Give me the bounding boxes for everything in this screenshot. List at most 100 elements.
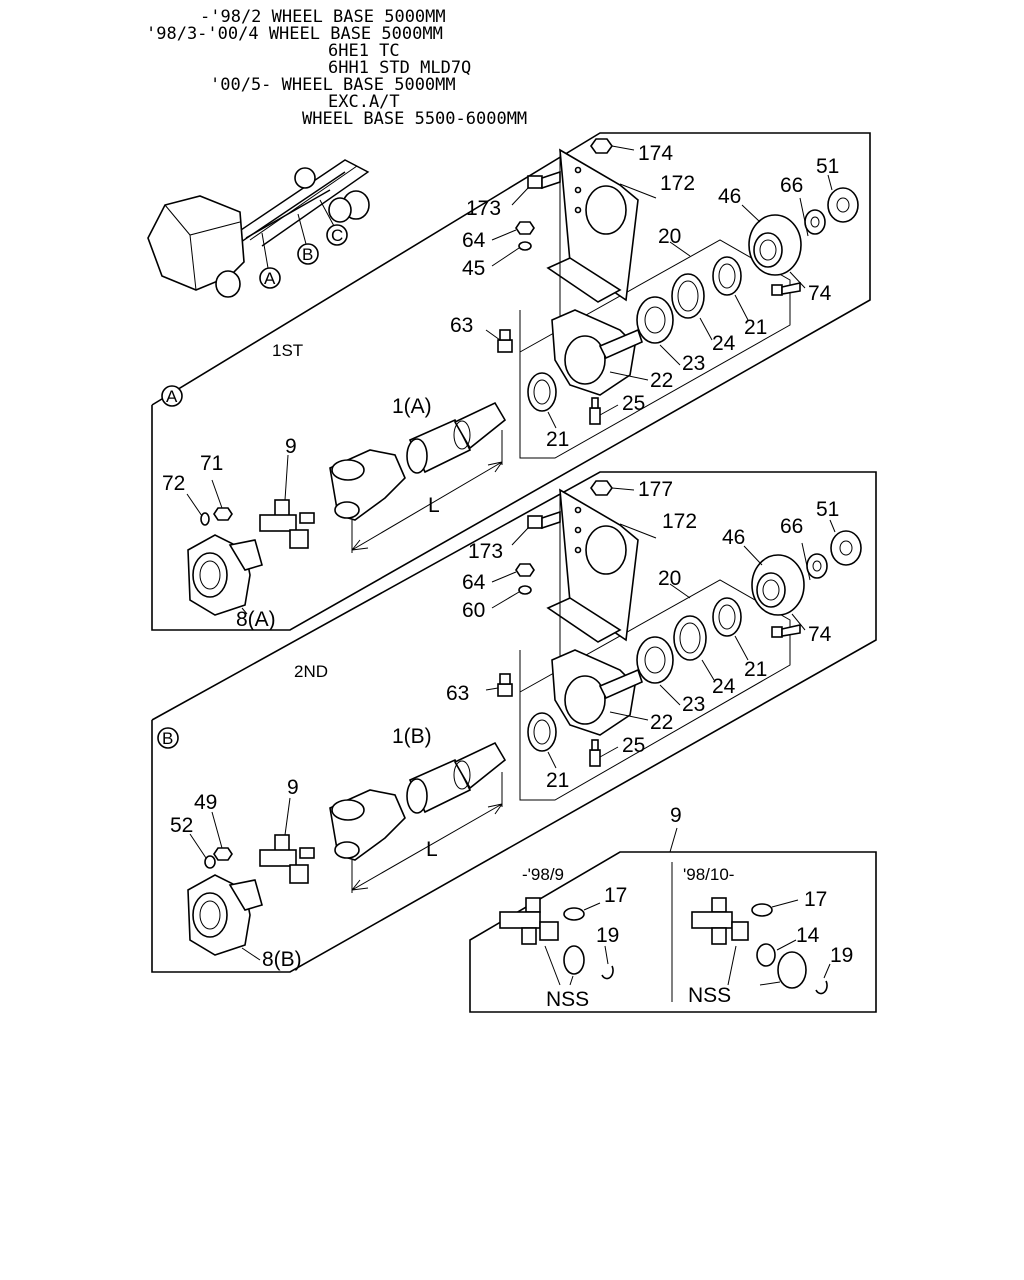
section-1st-title: 1ST bbox=[272, 341, 303, 360]
center-bearing-box-1st bbox=[519, 239, 791, 459]
callout-l-1st: L bbox=[428, 494, 440, 517]
callout-9-2nd: 9 bbox=[287, 776, 299, 799]
callout-52-2nd: 52 bbox=[170, 814, 193, 837]
propeller-shaft-1b bbox=[329, 741, 507, 861]
propeller-shaft-1a bbox=[329, 401, 507, 521]
companion-flange-46-2nd bbox=[751, 554, 805, 616]
dimension-l-2nd bbox=[351, 772, 503, 893]
point-c-marker bbox=[326, 224, 348, 246]
section-2nd: 2ND B bbox=[151, 471, 877, 973]
bracket-172-2nd bbox=[546, 488, 639, 643]
section-1st-frame bbox=[151, 132, 871, 631]
bearing-housing-22-2nd bbox=[551, 649, 643, 736]
applicability-header: -'98/2 WHEEL BASE 5000MM '98/3-'00/4 WHE… bbox=[146, 7, 527, 129]
bolt-63-1st bbox=[497, 329, 513, 353]
bolt-63-2nd bbox=[497, 673, 513, 697]
inset-ref-9: 9 bbox=[670, 804, 682, 827]
section-1st-marker-circle bbox=[161, 385, 183, 407]
bolt-74-1st bbox=[771, 282, 801, 296]
nut-177-2nd bbox=[590, 480, 613, 496]
companion-flange-46-1st bbox=[748, 214, 802, 276]
washer-60-2nd bbox=[518, 585, 532, 595]
callout-19-left: 19 bbox=[596, 924, 619, 947]
header-line-6: EXC.A/T bbox=[328, 92, 400, 112]
callout-8a: 8(A) bbox=[236, 608, 276, 631]
callout-21-right-1st: 21 bbox=[744, 316, 767, 339]
callout-17-left: 17 bbox=[604, 884, 627, 907]
callout-74-2nd: 74 bbox=[808, 623, 832, 646]
callout-173-2nd: 173 bbox=[468, 540, 503, 563]
bearing-housing-22-1st bbox=[551, 309, 643, 396]
section-2nd-frame bbox=[151, 471, 877, 973]
bolt-173-1st bbox=[527, 170, 561, 190]
callout-14-right: 14 bbox=[796, 924, 820, 947]
callout-23-1st: 23 bbox=[682, 352, 705, 375]
bracket-172-1st bbox=[546, 148, 639, 303]
universal-joint-9-2nd bbox=[259, 834, 315, 884]
truck-illustration: A B C bbox=[147, 159, 370, 298]
washer-52-2nd bbox=[204, 855, 216, 869]
callout-174-1st: 174 bbox=[638, 142, 673, 165]
point-b-letter: B bbox=[302, 245, 313, 264]
dimension-l-1st bbox=[351, 430, 503, 553]
callout-64-1st: 64 bbox=[462, 229, 486, 252]
seal-21-right-1st bbox=[712, 256, 742, 296]
spider-right-variant bbox=[691, 897, 749, 945]
bearing-23-1st bbox=[636, 296, 674, 344]
snap-ring-19-left bbox=[601, 965, 614, 980]
callout-25-1st: 25 bbox=[622, 392, 645, 415]
grease-fitting-17-right bbox=[751, 903, 773, 917]
callout-22-2nd: 22 bbox=[650, 711, 673, 734]
bearing-cup-left bbox=[563, 945, 585, 975]
snap-ring-19-right bbox=[815, 980, 828, 995]
callout-72-1st: 72 bbox=[162, 472, 185, 495]
callout-l-2nd: L bbox=[426, 838, 438, 861]
washer-45-1st bbox=[518, 241, 532, 251]
seal-14-right bbox=[756, 943, 776, 967]
header-line-4: 6HH1 STD MLD7Q bbox=[328, 58, 471, 78]
header-line-7: WHEEL BASE 5500-6000MM bbox=[302, 109, 527, 129]
callout-24-1st: 24 bbox=[712, 332, 736, 355]
callout-nss-left: NSS bbox=[546, 988, 589, 1011]
callout-63-1st: 63 bbox=[450, 314, 473, 337]
nut-64-1st bbox=[515, 221, 535, 235]
callout-23-2nd: 23 bbox=[682, 693, 705, 716]
nut-174-1st bbox=[590, 138, 613, 154]
callout-64-2nd: 64 bbox=[462, 571, 486, 594]
nut-71-1st bbox=[213, 507, 233, 521]
callout-20-1st: 20 bbox=[658, 225, 681, 248]
point-a-letter: A bbox=[264, 269, 276, 288]
point-c-letter: C bbox=[331, 226, 343, 245]
bearing-cup-right bbox=[777, 951, 807, 989]
universal-joint-9-1st bbox=[259, 499, 315, 549]
callout-20-2nd: 20 bbox=[658, 567, 681, 590]
seal-21-left-2nd bbox=[527, 712, 557, 752]
callout-49-2nd: 49 bbox=[194, 791, 217, 814]
callout-74-1st: 74 bbox=[808, 282, 832, 305]
spider-left-variant bbox=[499, 897, 559, 945]
callout-21-left-1st: 21 bbox=[546, 428, 569, 451]
callout-nss-right: NSS bbox=[688, 984, 731, 1007]
point-b-marker bbox=[297, 243, 319, 265]
callout-51-1st: 51 bbox=[816, 155, 839, 178]
callout-51-2nd: 51 bbox=[816, 498, 839, 521]
washer-66-1st bbox=[804, 209, 826, 235]
center-bearing-box-2nd bbox=[519, 579, 791, 801]
nut-51-2nd bbox=[830, 530, 862, 566]
flange-yoke-8b bbox=[187, 874, 263, 956]
section-1st-marker-letter: A bbox=[166, 387, 178, 406]
callout-46-1st: 46 bbox=[718, 185, 741, 208]
callout-8b: 8(B) bbox=[262, 948, 302, 971]
inset-frame bbox=[469, 851, 877, 1013]
grease-nipple-25-2nd bbox=[589, 739, 601, 767]
callout-22-1st: 22 bbox=[650, 369, 673, 392]
callout-9-1st: 9 bbox=[285, 435, 297, 458]
callout-21-right-2nd: 21 bbox=[744, 658, 767, 681]
section-2nd-marker-circle bbox=[157, 727, 179, 749]
callout-21-left-2nd: 21 bbox=[546, 769, 569, 792]
point-a-marker bbox=[259, 267, 281, 289]
spacer-24-1st bbox=[671, 273, 705, 319]
callout-172-2nd: 172 bbox=[662, 510, 697, 533]
callout-63-2nd: 63 bbox=[446, 682, 469, 705]
bolt-173-2nd bbox=[527, 510, 561, 530]
